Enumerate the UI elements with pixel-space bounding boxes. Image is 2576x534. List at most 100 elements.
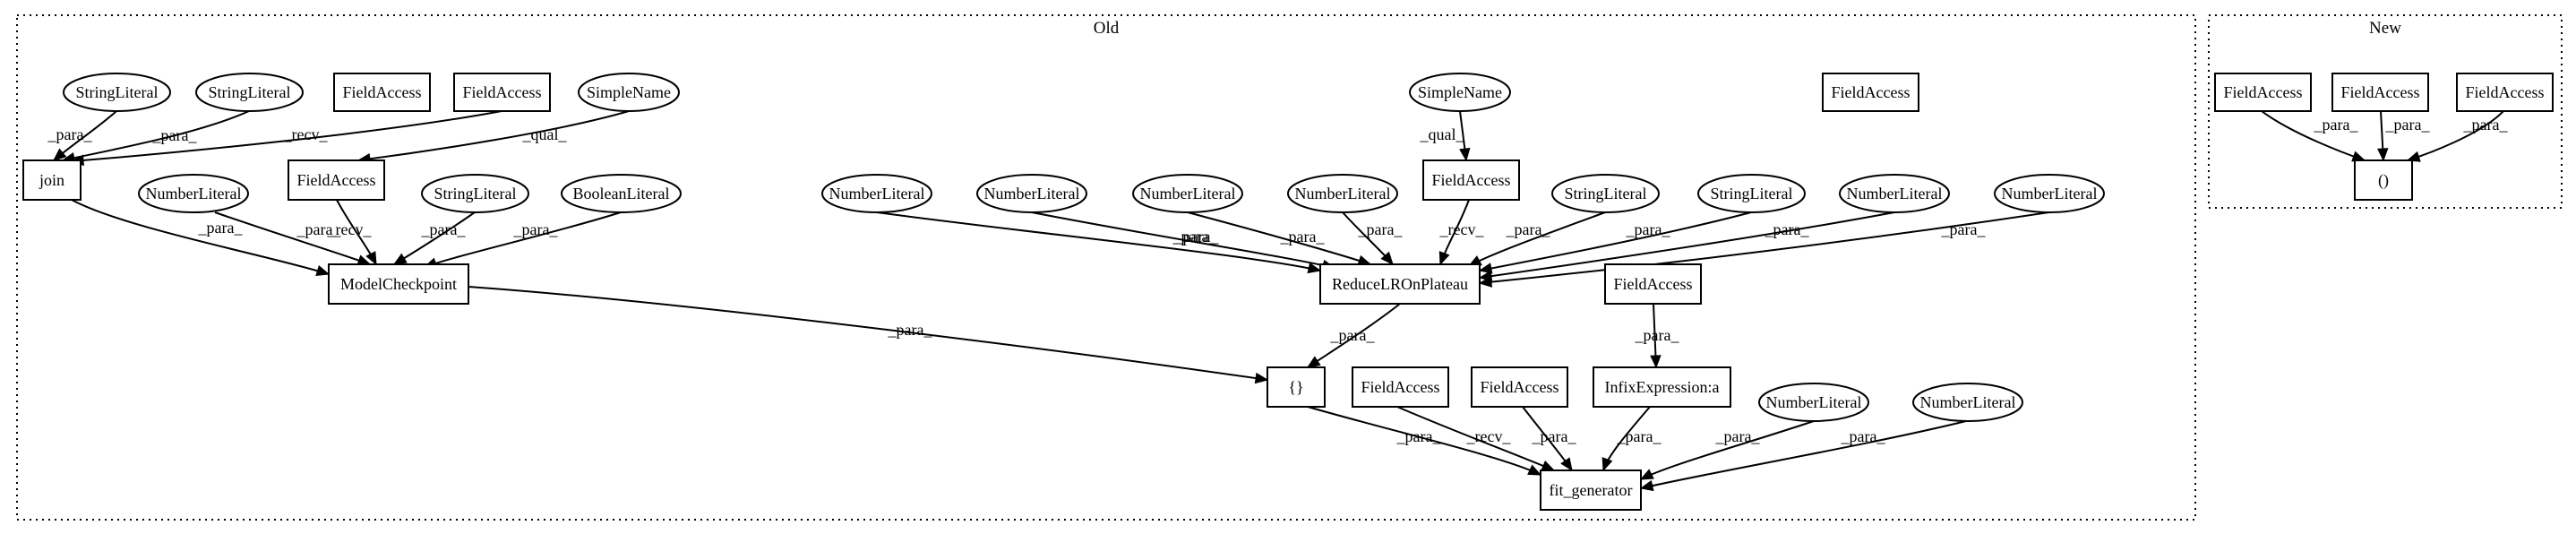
cluster-new: New — [2208, 14, 2563, 209]
edge-sn2-to-fa_r: _qual_ — [1420, 110, 1471, 162]
node-sn1: SimpleName — [578, 73, 680, 112]
node-s1: StringLiteral — [63, 73, 171, 112]
node-sn2: SimpleName — [1409, 73, 1511, 112]
edge-label: _para_ — [1626, 220, 1671, 238]
edge-nl_r1-to-rlr: _para_ — [876, 211, 1322, 274]
node-label: StringLiteral — [1565, 185, 1647, 202]
edge-label: _para_ — [1396, 427, 1442, 445]
edge-rlr-to-braces: _para_ — [1306, 303, 1401, 368]
node-label: () — [2378, 171, 2389, 190]
node-fa_n1: FieldAccess — [2214, 73, 2312, 112]
node-sl_mc: StringLiteral — [421, 174, 529, 213]
node-label: NumberLiteral — [1140, 185, 1236, 202]
node-join: join — [22, 159, 82, 201]
node-braces: {} — [1267, 366, 1326, 408]
node-nl_mc: NumberLiteral — [138, 174, 249, 213]
node-label: StringLiteral — [76, 83, 159, 101]
node-fa_n2: FieldAccess — [2331, 73, 2429, 112]
edge-sl_r2-to-rlr: _para_ — [1478, 211, 1752, 274]
node-bl_mc: BooleanLiteral — [561, 174, 682, 213]
edge-label: _para_ — [513, 220, 559, 238]
node-label: FieldAccess — [463, 83, 542, 101]
node-sl_r1: StringLiteral — [1551, 174, 1660, 213]
node-label: FieldAccess — [297, 171, 376, 189]
edge-label: _para_ — [1280, 228, 1326, 245]
node-s2: StringLiteral — [195, 73, 304, 112]
edge-label: _para_ — [198, 219, 244, 237]
edge-label: _para_ — [1941, 220, 1987, 238]
edge-label: _para_ — [2314, 116, 2359, 134]
edge-nl_mc-to-mc: _para_ — [214, 211, 372, 266]
edge-braces-to-fg: _para_ — [1307, 406, 1542, 476]
cluster-label-new: New — [2369, 19, 2401, 38]
node-label: FieldAccess — [2224, 83, 2303, 101]
edge-label: _para_ — [1617, 427, 1662, 445]
edge-label: _para_ — [888, 321, 933, 339]
edge-nl_fg2-to-fg: _para_ — [1639, 420, 1967, 492]
node-label: InfixExpression:a — [1605, 378, 1720, 396]
node-label: NumberLiteral — [2002, 185, 2098, 202]
edge-label: _para_ — [152, 126, 198, 144]
node-label: NumberLiteral — [1847, 185, 1943, 202]
node-label: FieldAccess — [343, 83, 422, 101]
node-label: SimpleName — [1418, 83, 1502, 101]
edge-sn1-to-fa_mc: _qual_ — [356, 110, 630, 165]
edge-label: _recv_ — [327, 220, 373, 238]
edge-sl_mc-to-mc: _para_ — [392, 211, 476, 265]
node-fa_free2: FieldAccess — [1822, 73, 1919, 112]
node-nl_r4: NumberLiteral — [1287, 174, 1398, 213]
edge-infix-to-fg: _para_ — [1601, 406, 1662, 472]
node-label: StringLiteral — [434, 185, 517, 202]
cluster-old: Old — [16, 14, 2196, 521]
edge-label: _para_ — [2385, 116, 2431, 134]
edge-label: _para_ — [1841, 427, 1886, 445]
node-sl_r2: StringLiteral — [1697, 174, 1806, 213]
edge-label: _para_ — [1506, 220, 1551, 238]
edge-label: _para_ — [296, 220, 342, 238]
edge-mc-to-braces: _para_ — [468, 286, 1269, 384]
edge-label: _para_ — [2463, 116, 2509, 134]
edge-join-to-mc: _para_ — [71, 199, 331, 277]
node-label: FieldAccess — [2466, 83, 2545, 101]
node-label: ModelCheckpoint — [340, 275, 457, 293]
node-label: FieldAccess — [2341, 83, 2420, 101]
node-fa_n3: FieldAccess — [2456, 73, 2554, 112]
edge-label: _para_ — [1330, 326, 1376, 344]
edge-fa_fg2-to-fg: _para_ — [1522, 406, 1577, 472]
edge-fa_n2-to-parens: _para_ — [2377, 110, 2431, 162]
node-label: NumberLiteral — [146, 185, 242, 202]
edge-label: _qual_ — [522, 125, 568, 143]
node-infix: InfixExpression:a — [1593, 366, 1731, 408]
edge-label: _para_ — [1532, 427, 1577, 445]
edge-fa_n3-to-parens: _para_ — [2406, 110, 2509, 162]
edge-nl_r3-to-rlr: _para_ — [1187, 211, 1372, 266]
node-nl_r5: NumberLiteral — [1839, 174, 1950, 213]
node-label: StringLiteral — [1711, 185, 1793, 202]
edge-fa_r-to-rlr: _recv_ — [1439, 199, 1484, 266]
node-nl_r6: NumberLiteral — [1994, 174, 2105, 213]
edge-sl_r1-to-rlr: _para_ — [1467, 211, 1606, 267]
node-label: FieldAccess — [1361, 378, 1440, 396]
node-label: fit_generator — [1550, 481, 1633, 499]
node-nl_fg2: NumberLiteral — [1912, 383, 2023, 422]
node-label: NumberLiteral — [1295, 185, 1391, 202]
node-nl_r1: NumberLiteral — [821, 174, 932, 213]
node-nl_r2: NumberLiteral — [976, 174, 1087, 213]
edge-bl_mc-to-mc: _para_ — [423, 211, 622, 269]
node-label: NumberLiteral — [829, 185, 925, 202]
node-fa_fg2: FieldAccess — [1471, 366, 1568, 408]
node-fg: fit_generator — [1540, 469, 1642, 511]
node-fa_fg1: FieldAccess — [1352, 366, 1449, 408]
edge-label: _qual_ — [1420, 125, 1465, 143]
edge-label: _recv_ — [283, 125, 329, 143]
node-nl_r3: NumberLiteral — [1132, 174, 1243, 213]
edge-fa_infix-to-infix: _para_ — [1635, 303, 1679, 369]
node-label: FieldAccess — [1432, 171, 1511, 189]
node-label: NumberLiteral — [1766, 393, 1862, 411]
node-label: StringLiteral — [209, 83, 291, 101]
node-label: FieldAccess — [1481, 378, 1559, 396]
node-label: FieldAccess — [1832, 83, 1911, 101]
edge-label: _para_ — [1172, 228, 1218, 245]
node-label: NumberLiteral — [1920, 393, 2016, 411]
